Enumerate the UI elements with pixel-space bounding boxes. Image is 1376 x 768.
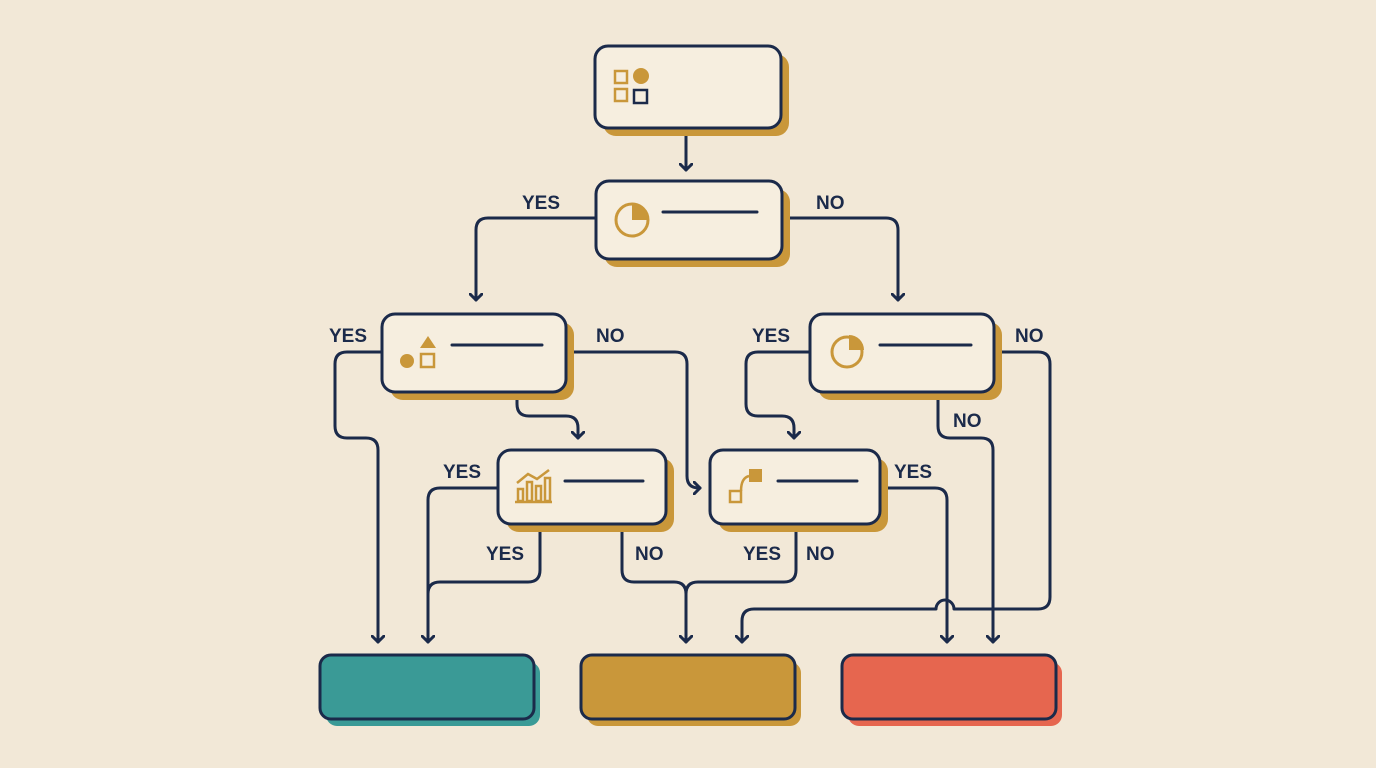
label-q2b-no: NO [1015, 326, 1044, 347]
node-q2b [808, 312, 1002, 400]
connector-q3a-yes-down [426, 523, 542, 596]
label-q3b-yes-right: YES [894, 462, 932, 483]
connector-q2a-yes [333, 350, 382, 644]
connector-q2b-yes [744, 350, 812, 440]
connector-q1-yes [476, 216, 598, 302]
label-q3a-yes-down: YES [486, 544, 524, 565]
outcome-teal [318, 653, 540, 726]
workflow-icon [728, 469, 762, 504]
connector-q2a-q3a [515, 390, 578, 440]
outcome-gold [579, 653, 801, 726]
label-q1-yes: YES [522, 193, 560, 214]
label-q3a-no: NO [635, 544, 664, 565]
node-start [593, 44, 789, 136]
category-shapes-icon [613, 68, 649, 105]
connector-q2b-no-down [936, 390, 993, 644]
connector-q1-no [780, 216, 898, 302]
bar-chart-icon [515, 469, 552, 504]
connector-q3b-yes-right [878, 486, 947, 644]
label-q3a-yes-left: YES [443, 462, 481, 483]
label-q1-no: NO [816, 193, 845, 214]
label-q2a-no: NO [596, 326, 625, 347]
label-q2b-no-down: NO [953, 411, 982, 432]
label-q3b-no: NO [806, 544, 835, 565]
node-q2a [380, 312, 574, 400]
label-q3b-yes-down: YES [743, 544, 781, 565]
outcome-coral [840, 653, 1062, 726]
shapes-icon [400, 336, 436, 369]
connector-q2a-no [564, 350, 702, 488]
label-q2b-yes: YES [752, 326, 790, 347]
node-q1 [594, 179, 790, 267]
pie-chart-icon [830, 335, 864, 369]
label-q2a-yes: YES [329, 326, 367, 347]
node-q3b [708, 448, 888, 532]
connector-q3a-no [620, 523, 686, 644]
connectors [333, 126, 1052, 644]
node-q3a [496, 448, 674, 532]
connector-q3b-down [684, 523, 798, 596]
connector-q3a-yes-left [428, 486, 500, 644]
pie-chart-icon [614, 202, 650, 238]
connector-q2b-no-right [742, 350, 1052, 644]
